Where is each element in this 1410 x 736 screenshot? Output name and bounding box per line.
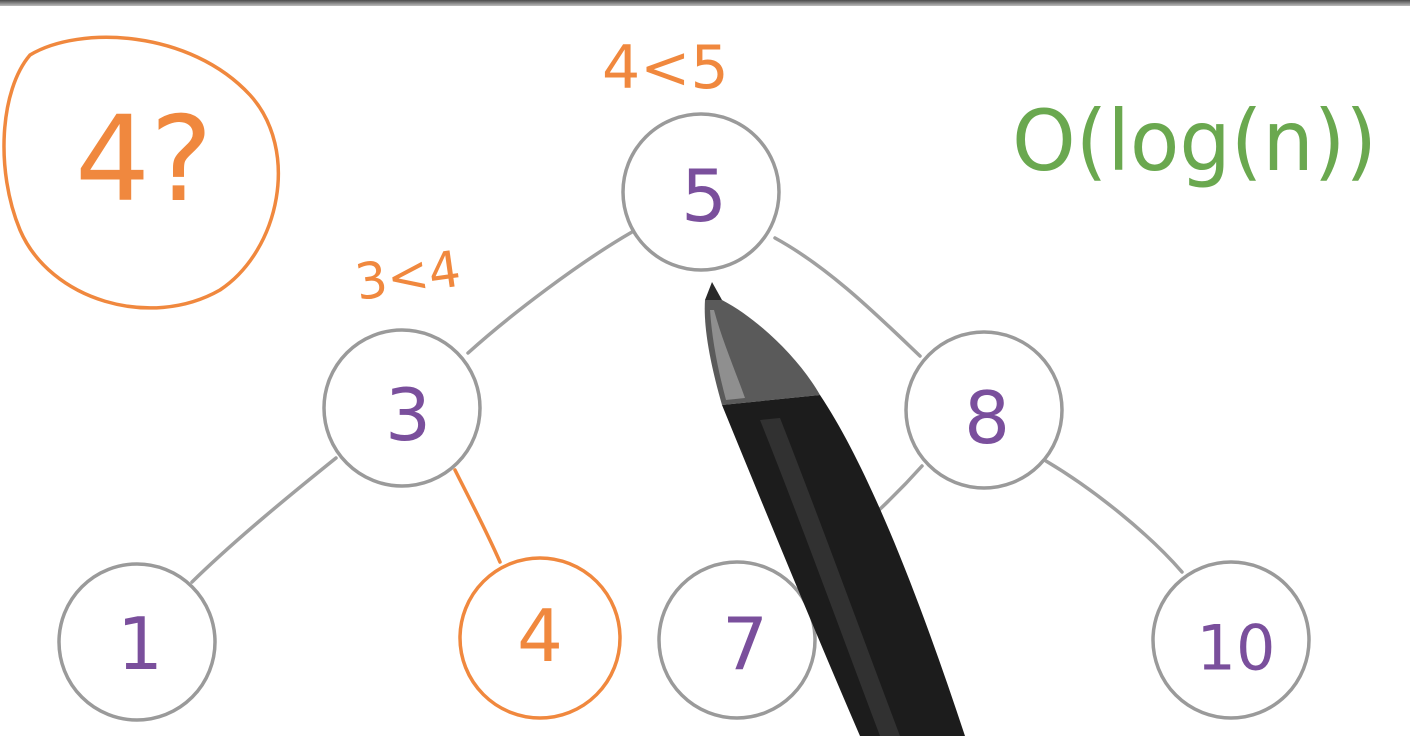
node-ring	[657, 560, 817, 720]
node-ring	[322, 328, 482, 488]
tree-node-7: 7	[657, 560, 817, 720]
query-circle	[2, 35, 281, 310]
edge-8-10	[1044, 459, 1184, 574]
node-label: 4	[517, 594, 563, 678]
video-top-edge	[0, 0, 1410, 6]
left-comparison-note: 3<4	[352, 240, 465, 312]
pen-icon	[704, 282, 965, 736]
pen-body-shine	[760, 418, 900, 736]
edge-3-1	[190, 456, 338, 584]
edge-5-3	[466, 230, 634, 355]
tree-node-8: 8	[904, 330, 1064, 490]
query-annotation: 4?	[2, 35, 281, 310]
edge-5-8	[773, 236, 922, 358]
node-label: 3	[385, 373, 431, 457]
query-text: 4?	[75, 90, 213, 228]
tree-edges	[190, 230, 1184, 584]
node-label: 8	[964, 376, 1010, 460]
tree-node-10: 10	[1151, 560, 1311, 720]
node-ring	[621, 112, 781, 272]
tree-node-5: 5	[621, 112, 781, 272]
tree-node-3: 3	[322, 328, 482, 488]
node-ring	[57, 562, 217, 722]
node-ring	[1151, 560, 1311, 720]
complexity-note: O(log(n))	[1012, 92, 1377, 190]
edge-3-4	[453, 468, 502, 564]
node-ring-highlighted	[458, 556, 622, 720]
node-label: 5	[681, 154, 727, 238]
pen-body	[722, 395, 965, 736]
root-comparison-note: 4<5	[602, 33, 729, 103]
node-ring	[904, 330, 1064, 490]
node-label: 10	[1197, 612, 1276, 685]
pen-tip	[705, 282, 722, 300]
node-label: 1	[117, 602, 163, 686]
tree-node-4-found: 4	[458, 556, 622, 720]
pen-cone-highlight	[710, 310, 745, 400]
tree-node-1: 1	[57, 562, 217, 722]
node-label: 7	[722, 602, 768, 686]
